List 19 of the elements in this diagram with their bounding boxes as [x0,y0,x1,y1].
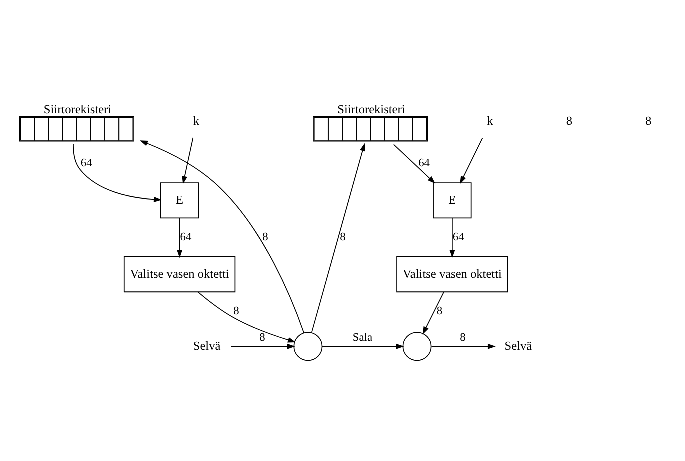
label: 8 [566,114,572,128]
edge-label: 8 [234,304,240,317]
node-text: k [487,114,494,128]
node-text: Selvä [504,338,532,352]
label: 8 [645,114,652,128]
node-text: k [193,114,200,128]
edge-label: 64 [180,231,192,244]
edge-label: 64 [418,157,430,170]
edge-label: 8 [340,231,346,244]
edge-label: 8 [436,304,443,317]
node-label: Siirtorekisteri [44,102,112,116]
edge-label: 8 [460,331,466,344]
edge-label: 8 [262,231,268,244]
edge-label: 8 [260,331,266,344]
node-label: Siirtorekisteri [338,102,406,116]
edge-label: 64 [452,231,464,244]
node-text: Selvä [193,338,221,352]
edge-label: 64 [80,157,92,170]
edge-label: Sala [352,331,373,344]
